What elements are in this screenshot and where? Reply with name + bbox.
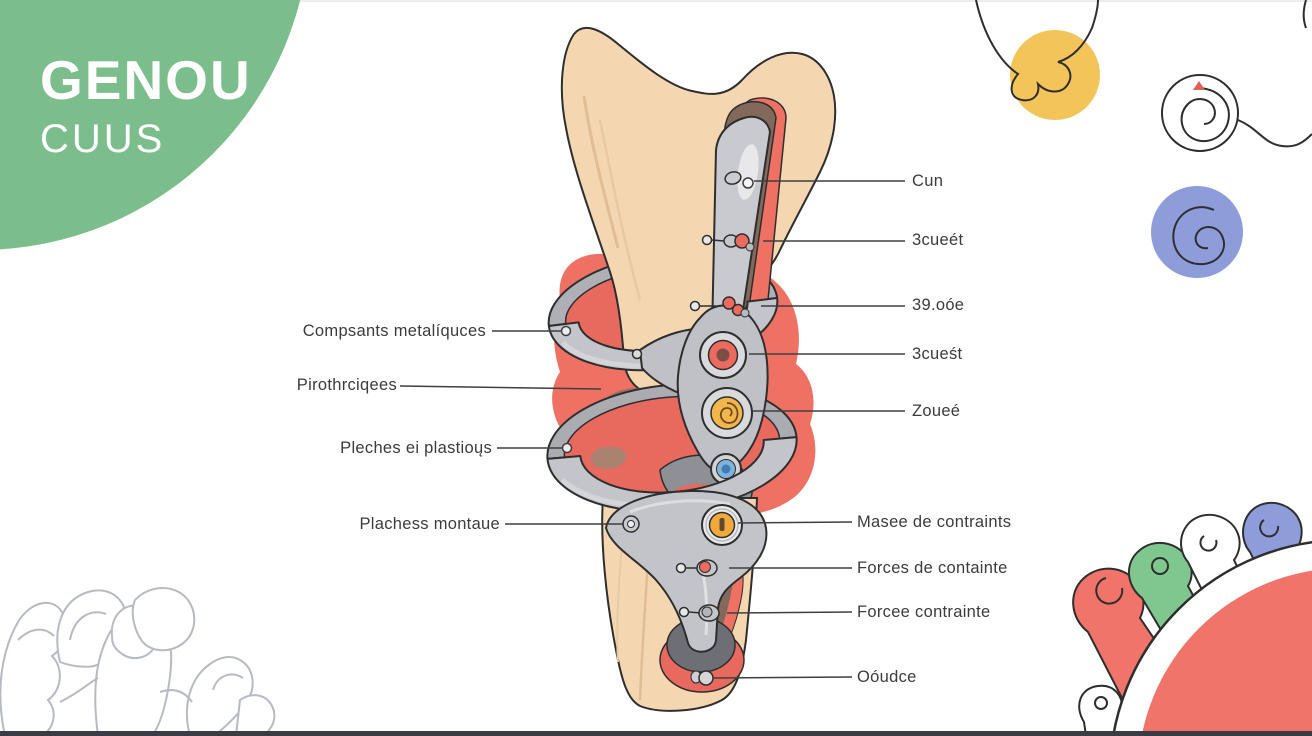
decor-blue-circle — [1151, 186, 1243, 278]
bottom-border — [0, 731, 1312, 736]
hinge-joint-yellow — [701, 387, 753, 439]
label-socket-1: 3cueét — [912, 231, 964, 249]
label-elbow: Oóudce — [857, 668, 917, 686]
leader-markers — [560, 177, 754, 533]
title-block: GENOU CUUS — [40, 50, 252, 162]
decor-spiral-doodle — [1161, 0, 1312, 152]
label-stress-mass: Masee de contraints — [857, 513, 1012, 531]
top-divider — [0, 0, 1312, 2]
label-mounted-plate: Plachess montaue — [359, 515, 500, 533]
stress-bolt-orange — [701, 504, 743, 546]
title-circle — [0, 0, 301, 250]
spiral-arrow — [1193, 81, 1205, 90]
label-constraint-force: Forcee contrainte — [857, 603, 991, 621]
fixation-pins — [631, 171, 755, 686]
wheel-finger-small-white — [1078, 684, 1124, 736]
page-title: GENOU — [40, 49, 252, 111]
label-cun: Cun — [912, 172, 944, 190]
toes-sketch — [0, 587, 276, 736]
decor-yellow-circle — [975, 0, 1100, 120]
wheel-hub — [1141, 570, 1312, 736]
label-plastic-parts: Pleches ei plastioųs — [340, 439, 492, 457]
leader-lines — [399, 180, 905, 679]
label-code: 39.oóe — [912, 296, 965, 314]
decor-wheel — [1072, 501, 1312, 736]
label-prosthetics: Pirothrciqees — [296, 376, 397, 394]
label-socket-2: 3cueśt — [912, 345, 963, 363]
squiggle-line — [975, 0, 1099, 102]
label-constraint-forces: Forces de containte — [857, 559, 1008, 577]
label-zone: Zoueé — [912, 402, 961, 420]
hinge-joint-red — [699, 331, 747, 379]
label-metal-components: Compsants metalíquces — [302, 322, 486, 340]
page-subtitle: CUUS — [40, 117, 166, 161]
prosthesis-stem-channel — [710, 97, 787, 343]
